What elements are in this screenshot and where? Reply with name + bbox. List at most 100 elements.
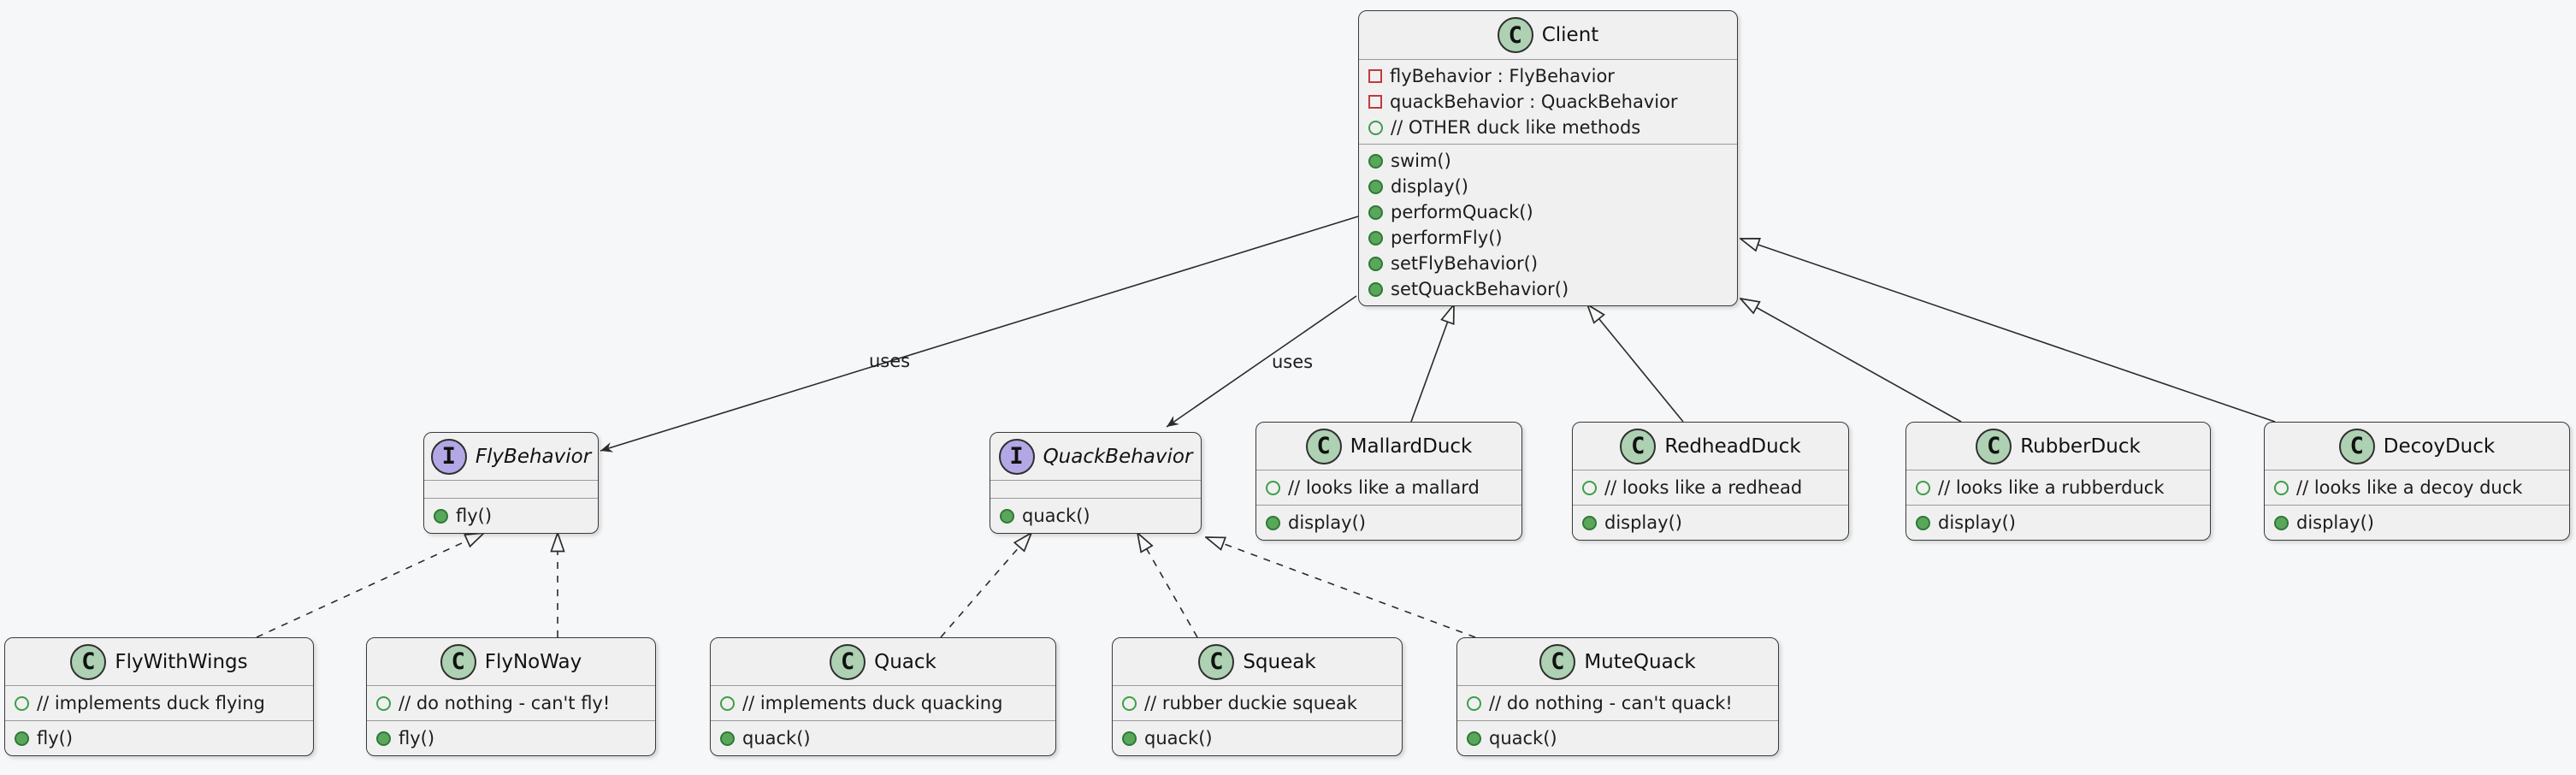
method-text: display() [2296,512,2374,533]
fields-compartment: // looks like a decoy duck [2265,470,2569,506]
fields-compartment: // looks like a redhead [1573,470,1848,506]
class-name: Client [1541,24,1599,46]
method-row: fly() [367,725,655,751]
edge-decoyduck-extends-client [1740,239,2276,423]
public-method-icon [1368,281,1383,297]
fields-compartment: // implements duck quacking [711,686,1055,721]
edge-flywithwings-implements-flybehavior [256,533,484,638]
class-box-mallardduck: C MallardDuck // looks like a mallard di… [1256,422,1522,541]
edge-rubberduck-extends-client [1740,299,1962,423]
method-row: setQuackBehavior() [1359,276,1737,302]
fields-compartment-empty [424,481,598,499]
class-icon: C [440,643,476,680]
public-field-icon [2274,480,2289,495]
edge-client-uses-flybehavior [600,216,1359,453]
public-field-icon [1122,695,1137,711]
class-icon: C [70,643,107,680]
edge-squeak-implements-quackbehavior [1137,533,1198,638]
field-text: // looks like a rubberduck [1938,477,2165,498]
public-field-icon [1467,695,1481,711]
field-text: // looks like a decoy duck [2296,477,2523,498]
method-text: fly() [399,728,435,748]
class-title-mutequack: C MuteQuack [1457,638,1778,686]
methods-compartment: quack() [1113,721,1402,755]
method-row: quack() [990,503,1201,529]
edge-mutequack-implements-quackbehavior [1206,537,1476,638]
public-field-icon [1916,480,1930,495]
public-method-icon [1368,204,1383,220]
method-row: display() [1256,510,1521,535]
methods-compartment: fly() [5,721,313,755]
class-title-quack: C Quack [711,638,1055,686]
field-row: // OTHER duck like methods [1359,115,1737,140]
methods-compartment: swim() display() performQuack() performF… [1359,145,1737,305]
field-row: // do nothing - can't fly! [367,690,655,716]
public-method-icon [720,731,735,746]
field-row: quackBehavior : QuackBehavior [1359,89,1737,115]
fields-compartment: // looks like a mallard [1256,470,1521,506]
method-text: display() [1938,512,2016,533]
class-icon: C [1976,428,2012,464]
field-row: // looks like a rubberduck [1906,475,2210,500]
method-row: swim() [1359,148,1737,174]
public-method-icon [1122,731,1137,746]
method-text: setQuackBehavior() [1391,279,1569,299]
public-method-icon [1368,153,1383,169]
field-text: // rubber duckie squeak [1144,693,1357,713]
interface-title-quackbehavior: I QuackBehavior [990,433,1201,481]
method-row: display() [1573,510,1848,535]
class-box-flywithwings: C FlyWithWings // implements duck flying… [4,637,314,756]
public-method-icon [1368,179,1383,194]
fields-compartment-empty [990,481,1201,499]
methods-compartment: fly() [424,499,598,533]
method-row: performQuack() [1359,199,1737,225]
field-row: // looks like a redhead [1573,475,1848,500]
class-icon: C [1539,643,1576,680]
class-icon: C [830,643,866,680]
field-row: // implements duck quacking [711,690,1055,716]
class-box-mutequack: C MuteQuack // do nothing - can't quack!… [1456,637,1779,756]
field-text: // do nothing - can't fly! [399,693,611,713]
public-method-icon [1916,515,1930,530]
method-row: fly() [424,503,598,529]
class-title-squeak: C Squeak [1113,638,1402,686]
method-text: display() [1288,512,1366,533]
class-title-rubberduck: C RubberDuck [1906,423,2210,470]
class-title-redheadduck: C RedheadDuck [1573,423,1848,470]
class-box-flynoway: C FlyNoWay // do nothing - can't fly! fl… [366,637,656,756]
class-icon: C [1497,17,1533,53]
public-method-icon [1368,256,1383,271]
fields-compartment: // implements duck flying [5,686,313,721]
fields-compartment: // rubber duckie squeak [1113,686,1402,721]
method-row: fly() [5,725,313,751]
class-title-flywithwings: C FlyWithWings [5,638,313,686]
class-name: RubberDuck [2020,435,2141,458]
public-field-icon [1266,480,1280,495]
method-text: display() [1391,176,1468,197]
class-name: MallardDuck [1350,435,1473,458]
method-text: quack() [1022,506,1090,526]
public-field-icon [1582,480,1597,495]
field-text: // looks like a redhead [1604,477,1803,498]
private-field-icon [1368,95,1382,109]
method-text: display() [1604,512,1682,533]
class-name: RedheadDuck [1664,435,1801,458]
class-icon: C [1620,428,1657,464]
methods-compartment: display() [2265,506,2569,540]
public-method-icon [1467,731,1481,746]
field-text: // implements duck quacking [742,693,1003,713]
edge-quack-implements-quackbehavior [940,533,1031,638]
public-method-icon [15,731,29,746]
field-text: flyBehavior : FlyBehavior [1390,66,1615,86]
method-text: performQuack() [1391,202,1533,222]
field-text: // do nothing - can't quack! [1489,693,1733,713]
methods-compartment: quack() [1457,721,1778,755]
interface-title-flybehavior: I FlyBehavior [424,433,598,481]
class-icon: C [1198,643,1235,680]
field-row: // looks like a mallard [1256,475,1521,500]
method-text: quack() [742,728,811,748]
public-field-icon [376,695,391,711]
method-text: fly() [456,506,493,526]
private-field-icon [1368,69,1382,83]
method-row: display() [2265,510,2569,535]
